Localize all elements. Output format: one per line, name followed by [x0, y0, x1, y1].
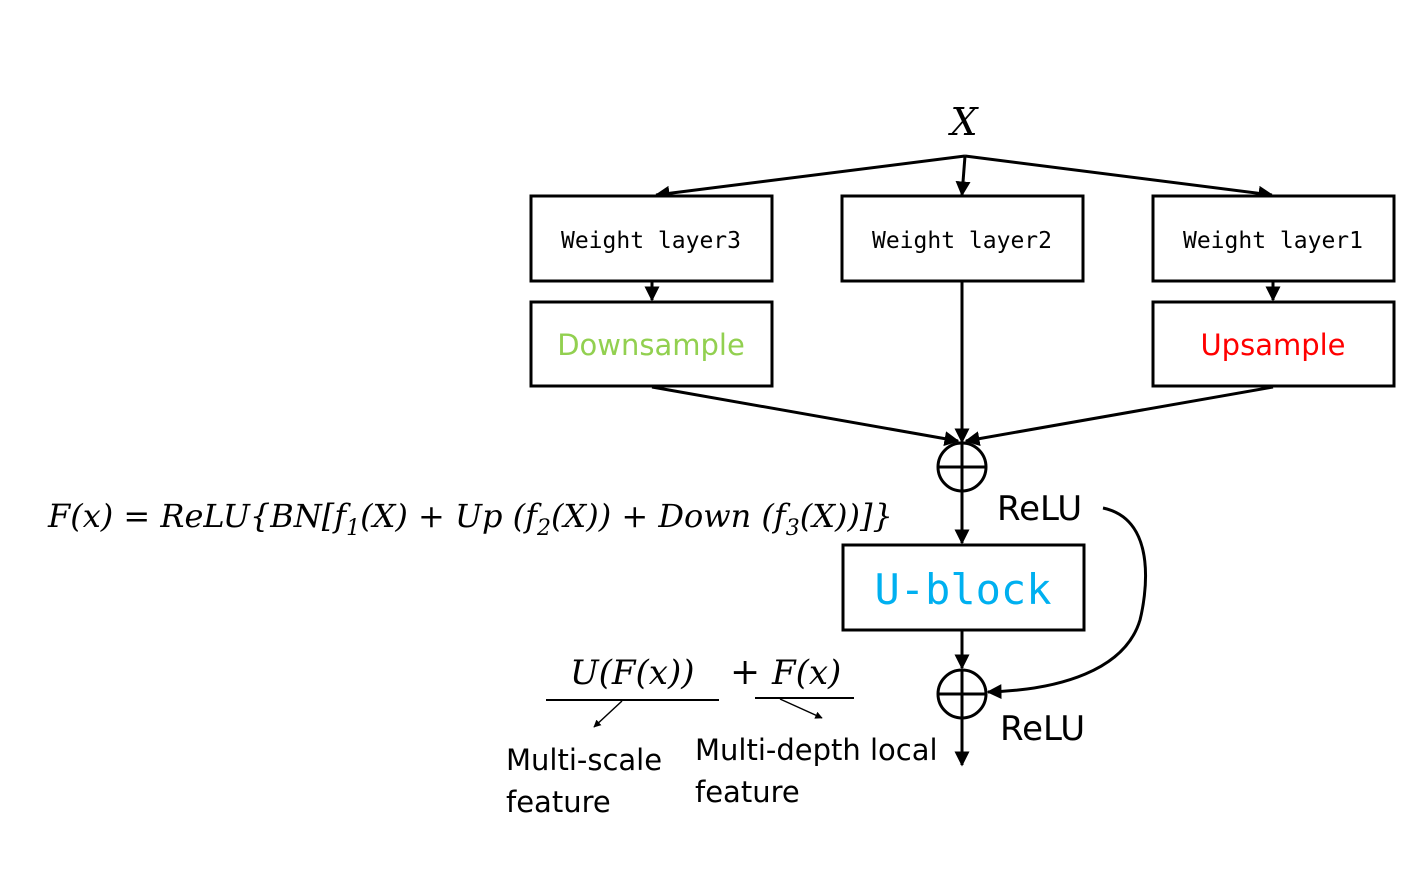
skip-connection-arrow — [986, 506, 1148, 700]
relu-label-1: ReLU — [997, 489, 1082, 529]
input-split-arrows — [654, 154, 1274, 201]
sum-node-1 — [936, 441, 988, 493]
sample-arrows — [644, 282, 1281, 302]
multi-scale-annotation: Multi-scale feature — [506, 743, 671, 819]
annotation-arrows — [593, 698, 823, 728]
multi-depth-annotation: Multi-depth local feature — [695, 733, 947, 809]
upsample-label: Upsample — [1200, 328, 1345, 362]
weight-layer-1-label: Weight layer1 — [1183, 228, 1363, 254]
merge-arrows — [651, 282, 1274, 447]
weight-layer-2-label: Weight layer2 — [872, 228, 1052, 254]
output-formula-term1: U(F(x)) — [570, 653, 694, 693]
weight-layer-1-box: Weight layer1 — [1151, 194, 1396, 283]
weight-layer-2-box: Weight layer2 — [840, 194, 1085, 283]
downsample-label: Downsample — [557, 328, 745, 362]
output-formula-term2: F(x) — [771, 653, 841, 693]
output-formula-plus: + — [730, 652, 760, 693]
sum-node-2 — [936, 668, 988, 720]
ublock-box: U-block — [841, 543, 1086, 632]
downsample-box: Downsample — [529, 300, 774, 388]
main-formula: F(x) = ReLU{BN[f1(X) + Up (f2(X)) + Down… — [47, 497, 893, 541]
relu-label-2: ReLU — [1000, 709, 1085, 749]
input-label: X — [947, 100, 979, 144]
upsample-box: Upsample — [1151, 300, 1396, 388]
ublock-label: U-block — [874, 565, 1051, 614]
formula-underlines — [546, 697, 854, 701]
weight-layer-3-box: Weight layer3 — [529, 194, 774, 283]
weight-layer-3-label: Weight layer3 — [561, 228, 741, 254]
